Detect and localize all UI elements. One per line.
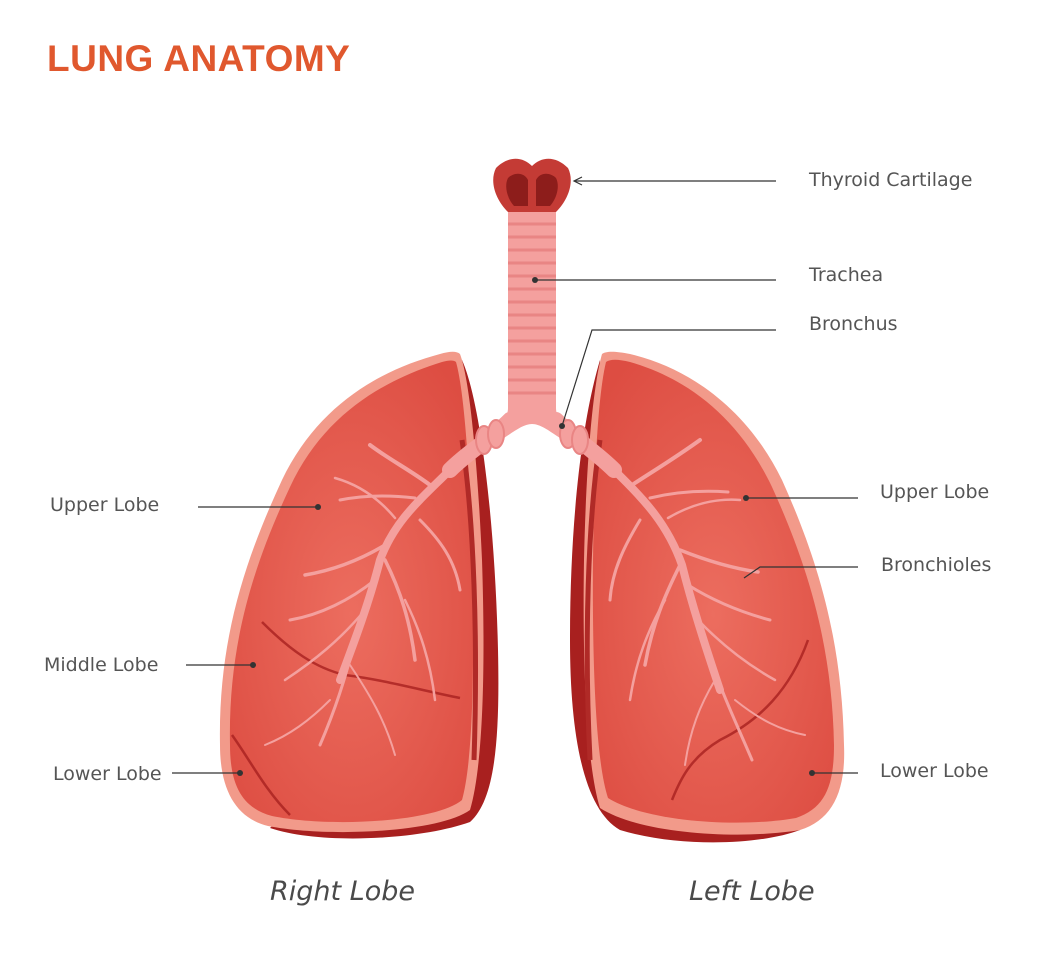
left-lung-body [592,359,834,823]
diagram-title: LUNG ANATOMY [47,38,351,79]
label-right-middle-lobe: Middle Lobe [44,654,159,676]
trachea [475,210,589,455]
left-branch-mid3 [696,618,777,682]
leader-bronchioles [743,566,858,579]
thyroid-cartilage-outer [493,158,571,212]
right-branch-low [318,638,357,747]
right-branch-low5 [349,664,396,756]
right-lung [219,351,499,839]
right-lung-back [270,360,499,839]
thyroid-cartilage-inner-left [506,173,528,206]
left-branch-upper2 [648,489,730,500]
right-lung-inner-edge [459,439,478,761]
thyroid-cartilage-inner-right [536,173,558,206]
left-branch-mid2 [686,583,772,622]
right-branch-upper3 [333,476,397,520]
leader-dots [237,277,815,776]
right-branch-low4 [418,518,462,592]
right-branch-mid2 [288,578,377,622]
right-branch-low6 [264,699,331,746]
left-oblique-fissure [670,639,810,801]
left-branch-mid [678,548,760,574]
left-branch-low3 [628,598,667,702]
left-branch-upper3 [666,498,742,520]
left-branch-low6 [734,699,806,736]
left-branch-low4 [608,518,642,602]
left-lung-inner-edge [584,439,603,761]
label-left-lower-lobe: Lower Lobe [880,760,989,782]
right-lung-body [229,360,474,823]
trachea-rings [508,222,556,395]
thyroid-cartilage [493,158,571,212]
label-left-side: Left Lobe [689,876,815,907]
label-right-side: Right Lobe [270,876,415,907]
right-branch-mid3 [283,608,367,682]
leader-lines [172,176,858,774]
label-left-upper-lobe: Upper Lobe [880,481,990,503]
right-oblique-fissure [230,734,291,816]
leader-bronchus [561,329,776,427]
label-bronchioles: Bronchioles [881,554,992,576]
label-right-upper-lobe: Upper Lobe [50,494,160,516]
right-branch-upper [368,443,432,487]
left-branch-low [706,648,754,762]
right-branch-upper2 [338,494,417,502]
label-bronchus: Bronchus [809,313,898,335]
left-branch-upper [630,438,702,487]
label-right-lower-lobe: Lower Lobe [53,763,162,785]
right-branch-mid [303,543,387,577]
label-thyroid-cartilage: Thyroid Cartilage [809,169,973,191]
right-branch-low3 [403,598,437,702]
leader-thyroid-arrow [572,176,583,186]
trachea-tube [492,210,572,438]
label-trachea: Trachea [809,264,884,286]
left-branch-low5 [684,679,716,766]
bronchus-rings [475,419,589,455]
right-branch-low2 [383,558,417,662]
